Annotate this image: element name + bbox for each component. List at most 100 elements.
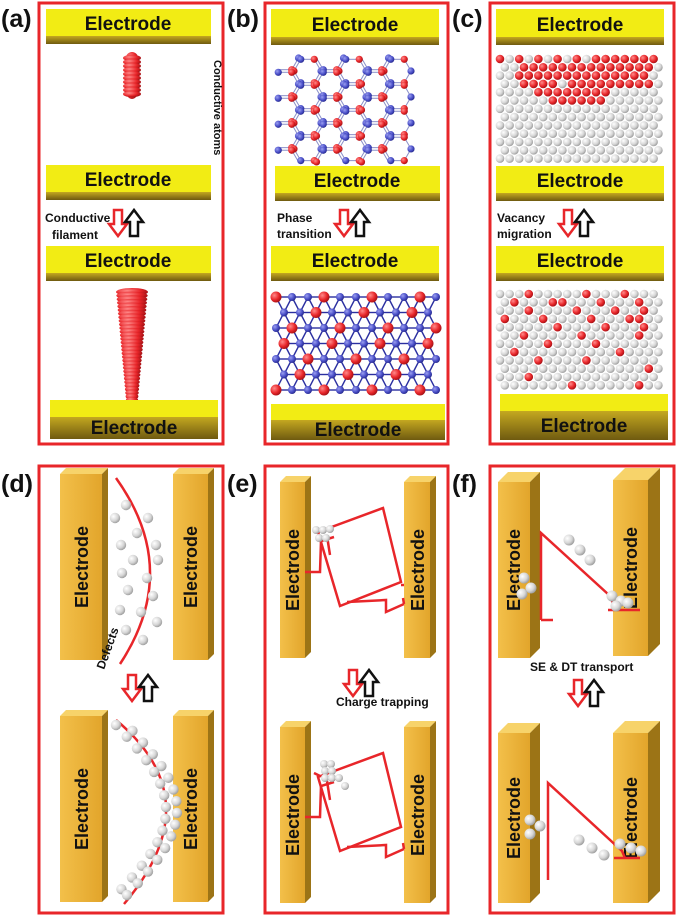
lattice-atom (505, 306, 514, 315)
lattice-atom (297, 55, 305, 63)
lattice-atom (601, 289, 610, 299)
lattice-atom (505, 339, 514, 349)
vacancy (567, 381, 577, 390)
lattice-atom (364, 68, 372, 76)
lattice-atom (543, 137, 553, 147)
lattice-atom (387, 133, 395, 141)
lattice-atom (288, 146, 296, 154)
lattice-atom (357, 132, 366, 140)
lattice-atom (384, 355, 392, 363)
svg-text:Electrode: Electrode (72, 768, 92, 850)
lattice-atom (495, 104, 505, 114)
lattice-atom (510, 314, 519, 324)
lattice-atom (548, 129, 558, 138)
lattice-atom (644, 381, 654, 390)
lattice-atom (558, 146, 567, 155)
lattice-atom (615, 129, 625, 138)
lattice-atom (529, 314, 538, 324)
lattice-atom (333, 94, 341, 102)
lattice-atom (620, 87, 630, 97)
defect-atom (116, 567, 128, 579)
lattice-atom (591, 322, 601, 332)
lattice-atom (495, 339, 505, 349)
lattice-atom (558, 347, 567, 357)
lattice-atom (500, 381, 510, 390)
lattice-atom (384, 386, 392, 394)
lattice-atom (510, 129, 519, 138)
lattice-atom (510, 146, 519, 155)
svg-text:Electrode: Electrode (85, 251, 172, 272)
transport-electrons-top (516, 534, 634, 612)
lattice-atom (591, 104, 601, 114)
lattice-atom (400, 55, 408, 63)
lattice-atom (601, 121, 610, 130)
vacancy (562, 71, 572, 80)
transport-barrier-bottom (546, 780, 640, 880)
lattice-atom (606, 331, 615, 340)
vacancy (548, 298, 558, 307)
lattice-atom (577, 129, 586, 138)
lattice-atom (352, 324, 360, 332)
lattice-atom (572, 289, 582, 299)
lattice-atom (615, 364, 625, 374)
panel-d-label: (d) (1, 470, 33, 498)
svg-text:Electrode: Electrode (72, 526, 92, 608)
electron (321, 774, 329, 782)
electrode-f1: Electrode (498, 472, 540, 658)
lattice-atom (510, 96, 519, 105)
vacancy (534, 54, 543, 64)
panel-f-label: (f) (452, 470, 477, 498)
lattice-atom (352, 293, 360, 301)
defect-atom (127, 554, 139, 566)
lattice-atom (591, 289, 601, 299)
defect-atom (121, 889, 133, 901)
lattice-atom (538, 364, 548, 374)
lattice-atom (278, 338, 290, 349)
lattice-atom (505, 137, 514, 147)
defect-atom (148, 766, 160, 778)
lattice-atom (586, 129, 596, 138)
vacancy (534, 356, 543, 365)
switch-arrows-f (566, 677, 606, 709)
electrode-f2: Electrode (613, 468, 660, 656)
lattice-atom (654, 331, 663, 340)
vacancy (524, 372, 534, 382)
lattice-atom (374, 338, 386, 349)
electron (622, 597, 634, 609)
lattice-atom (543, 154, 553, 163)
switch-arrows-e (341, 667, 381, 699)
lattice-atom (280, 370, 288, 379)
lattice-atom (567, 298, 577, 307)
panel-e: Electrode Electrode Charge trapping (280, 476, 436, 903)
defect-atom (142, 866, 154, 877)
defect-atom (169, 819, 181, 830)
vacancy (634, 63, 644, 72)
defect-atom (110, 719, 122, 731)
lattice-atom (562, 356, 572, 365)
lattice-atom (577, 298, 586, 307)
lattice-atom (529, 146, 538, 155)
lattice-atom (534, 121, 543, 130)
electrode-a2: Electrode (46, 165, 211, 200)
lattice-atom (620, 137, 630, 147)
lattice-atom (553, 289, 562, 299)
lattice-atom (596, 347, 606, 357)
electrode-c3: Electrode (496, 246, 664, 281)
vacancy (562, 87, 572, 97)
lattice-atom (500, 364, 510, 374)
lattice-atom (534, 306, 543, 315)
lattice-atom (649, 104, 658, 114)
electron (315, 534, 323, 542)
lattice-atom (272, 355, 280, 363)
vacancy (534, 71, 543, 80)
lattice-atom (620, 356, 630, 365)
lattice-atom (407, 93, 415, 101)
lattice-atom (620, 104, 630, 114)
lattice-atom (654, 314, 663, 324)
electrode-b2: Electrode (275, 166, 440, 201)
lattice-atom (591, 372, 601, 382)
vacancy (610, 306, 620, 315)
lattice-atom (400, 107, 408, 115)
lattice-atom (529, 364, 538, 374)
electron (312, 526, 320, 534)
